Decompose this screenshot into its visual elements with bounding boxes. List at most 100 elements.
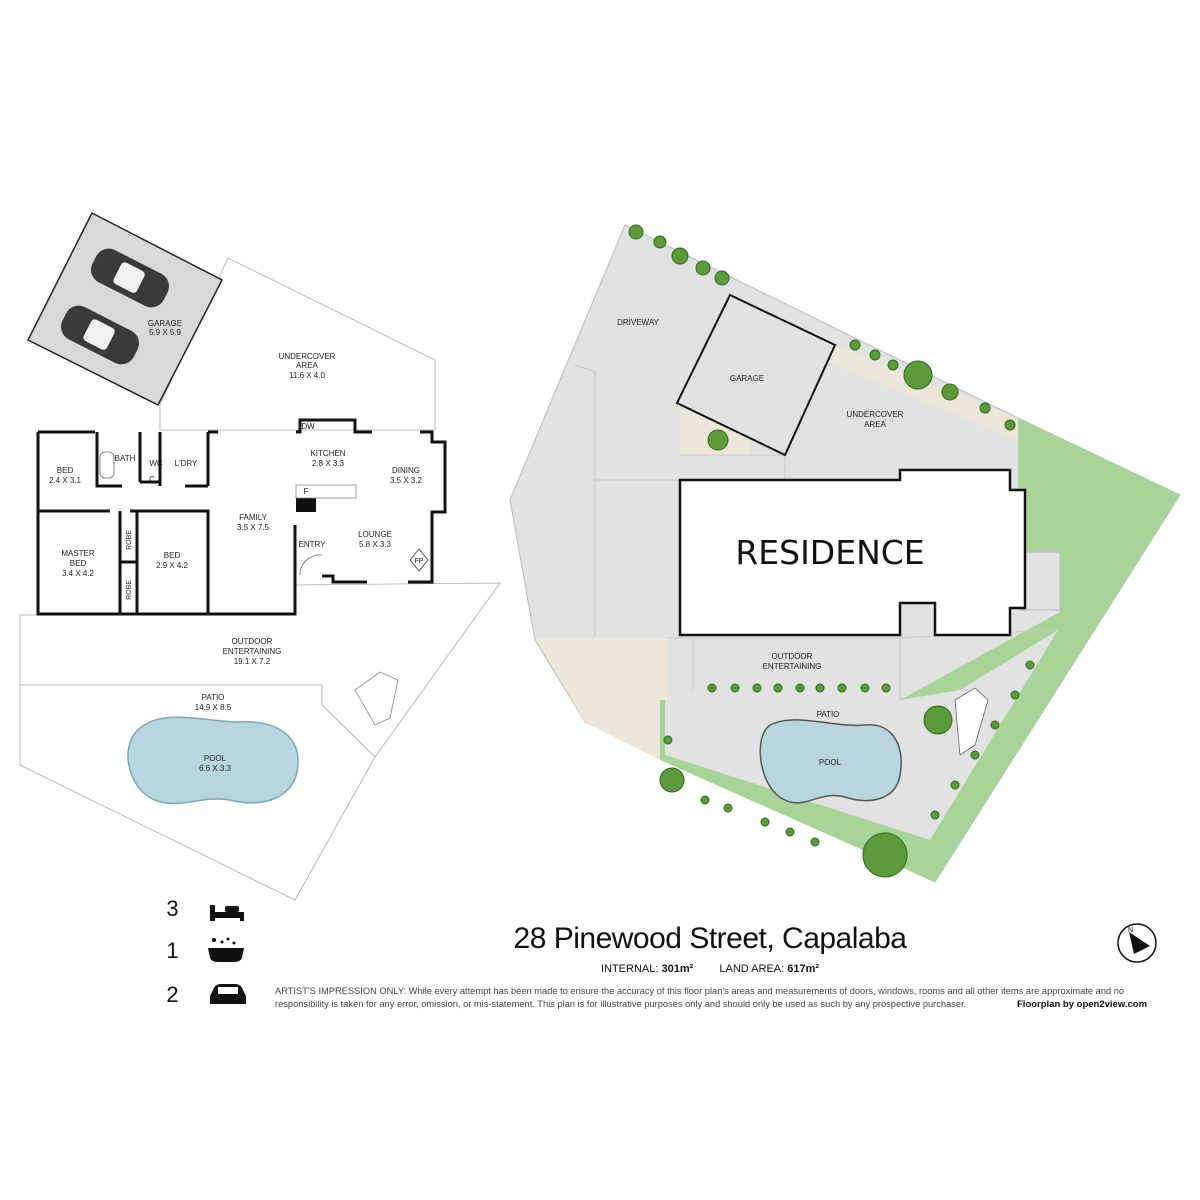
room-label: AREA bbox=[296, 361, 318, 370]
room-size: 19.1 X 7.2 bbox=[234, 657, 271, 666]
shrub-icon bbox=[1004, 419, 1016, 431]
land-area-value: 617m² bbox=[787, 963, 820, 975]
site-label: POOL bbox=[819, 758, 842, 767]
shrub-icon bbox=[663, 735, 673, 745]
room-label: DW bbox=[301, 422, 315, 431]
shrub-icon bbox=[810, 837, 820, 847]
room-label: POOL bbox=[204, 754, 227, 763]
room-label: C bbox=[149, 475, 155, 484]
disclaimer-text: ARTIST'S IMPRESSION ONLY: While every at… bbox=[275, 986, 1125, 1009]
room-size: 3.4 X 4.2 bbox=[62, 569, 95, 578]
internal-label: INTERNAL: bbox=[600, 963, 659, 975]
floor-plan: GARAGE 5.9 X 5.9 UNDERCOVER AREA 11.6 X … bbox=[19, 211, 501, 901]
room-label: BED bbox=[57, 466, 74, 475]
bathroom-count: 1 bbox=[166, 938, 179, 963]
sand-area bbox=[535, 638, 668, 760]
room-size: 14.9 X 8.5 bbox=[195, 703, 232, 712]
shrub-icon bbox=[849, 339, 861, 351]
fireplace-icon bbox=[409, 548, 429, 572]
shrub-icon bbox=[903, 360, 933, 390]
side-pad bbox=[1019, 551, 1061, 611]
room-label: UNDERCOVER bbox=[279, 352, 336, 361]
shrub-icon bbox=[659, 767, 685, 793]
shrub-icon bbox=[990, 720, 1000, 730]
room-label: BED bbox=[164, 551, 181, 560]
shrub-icon bbox=[785, 827, 795, 837]
shrub-icon bbox=[869, 349, 881, 361]
shrubs bbox=[628, 224, 1035, 878]
room-label: FP bbox=[415, 558, 424, 565]
pool-shape bbox=[127, 716, 299, 805]
site-label: DRIVEWAY bbox=[617, 318, 659, 327]
credit-link[interactable]: Floorplan by open2view.com bbox=[1017, 999, 1148, 1010]
room-label: FAMILY bbox=[239, 513, 268, 522]
shrub-icon bbox=[979, 402, 991, 414]
site-label: GARAGE bbox=[730, 374, 764, 383]
site-label: PATIO bbox=[817, 710, 840, 719]
room-label: MASTER bbox=[61, 549, 95, 558]
shrub-icon bbox=[695, 260, 711, 276]
car-space-count: 2 bbox=[166, 982, 179, 1007]
island-bench bbox=[295, 484, 357, 499]
shrub-icon bbox=[773, 683, 783, 693]
shrub-icon bbox=[1025, 660, 1035, 670]
room-size: 11.6 X 4.0 bbox=[289, 371, 325, 380]
shrub-icon bbox=[628, 224, 644, 240]
room-label: LOUNGE bbox=[358, 530, 392, 539]
shrub-icon bbox=[923, 705, 953, 735]
garage-slab bbox=[26, 211, 224, 407]
site-label: OUTDOOR bbox=[772, 652, 813, 661]
shrub-icon bbox=[760, 817, 770, 827]
room-label: KITCHEN bbox=[310, 449, 345, 458]
room-label: PATIO bbox=[202, 693, 225, 702]
svg-text:N: N bbox=[1128, 927, 1133, 934]
shrub-icon bbox=[950, 780, 960, 790]
car-icon bbox=[61, 305, 139, 365]
room-label: DINING bbox=[392, 466, 420, 475]
steps-icon bbox=[954, 687, 989, 756]
room-label: WC bbox=[149, 459, 163, 468]
room-label: ROBE bbox=[126, 530, 133, 550]
shrub-icon bbox=[752, 683, 762, 693]
shrub-icon bbox=[723, 803, 733, 813]
shrub-icon bbox=[930, 810, 940, 820]
shrub-icon bbox=[653, 235, 667, 249]
shrub-icon bbox=[707, 429, 729, 451]
door-swing bbox=[299, 554, 323, 576]
room-size: 3.5 X 3.2 bbox=[390, 476, 423, 485]
shrub-icon bbox=[815, 683, 825, 693]
room-label: ENTRY bbox=[299, 540, 327, 549]
room-size: 2.4 X 3.1 bbox=[49, 476, 82, 485]
shrub-icon bbox=[707, 683, 717, 693]
shrub-icon bbox=[671, 247, 689, 265]
room-size: 5.8 X 3.3 bbox=[359, 540, 392, 549]
bed-icon bbox=[210, 905, 244, 921]
residence-building bbox=[678, 468, 1027, 637]
site-label: ENTERTAINING bbox=[763, 662, 822, 671]
bedroom-count: 3 bbox=[166, 896, 179, 921]
area-summary: INTERNAL: 301m² LAND AREA: 617m² bbox=[420, 963, 1000, 975]
room-label: GARAGE bbox=[148, 319, 182, 328]
shrub-icon bbox=[837, 683, 847, 693]
fridge-block bbox=[296, 498, 316, 512]
room-size: 2.9 X 4.2 bbox=[156, 561, 189, 570]
bath-tub bbox=[99, 451, 115, 479]
pool-shape bbox=[759, 719, 902, 804]
shrub-icon bbox=[795, 683, 805, 693]
shrub-icon bbox=[887, 359, 899, 371]
garage-building bbox=[675, 293, 837, 457]
land-area-label: LAND AREA: bbox=[719, 963, 785, 975]
north-compass-icon: N bbox=[1117, 923, 1157, 963]
room-size: 3.5 X 7.5 bbox=[237, 523, 270, 532]
property-address: 28 Pinewood Street, Capalaba bbox=[513, 922, 907, 955]
site-label: UNDERCOVER bbox=[847, 410, 904, 419]
car-icon bbox=[91, 248, 169, 308]
internal-value: 301m² bbox=[661, 963, 694, 975]
site-plan: RESIDENCE DRIVEWAY GARAGE UNDERCOVER ARE… bbox=[509, 224, 1181, 883]
house-walls bbox=[36, 418, 447, 616]
room-size: 2.8 X 3.3 bbox=[312, 459, 345, 468]
shrub-icon bbox=[970, 750, 980, 760]
bath-icon bbox=[208, 937, 244, 962]
room-label: BATH bbox=[115, 454, 136, 463]
